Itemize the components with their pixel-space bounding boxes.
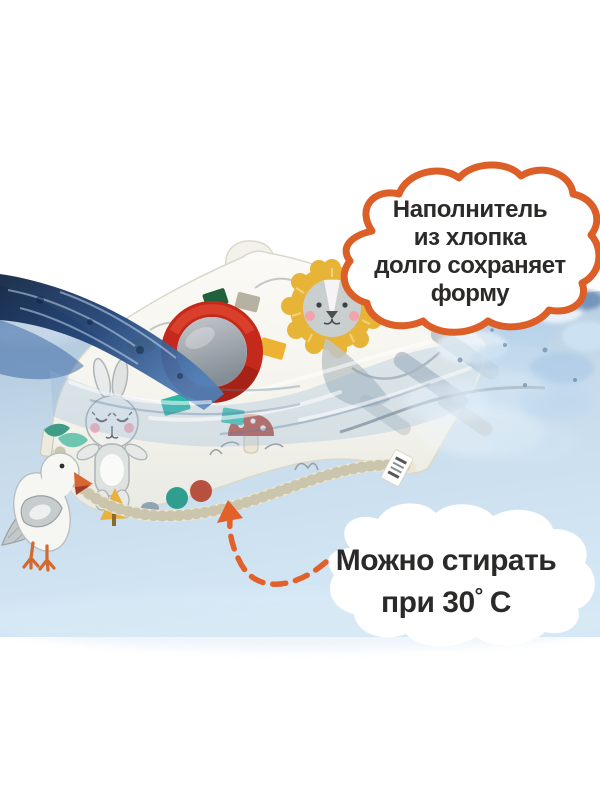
bird-feet	[22, 541, 56, 572]
wash-temp-prefix: при 30	[381, 586, 475, 619]
callout-bottom-line-1: Можно стирать	[335, 544, 557, 577]
callout-cotton-filling: Наполнитель из хлопка долго сохраняет фо…	[362, 196, 578, 308]
waterline-overlay	[50, 340, 488, 447]
callout-top-line-3: долго сохраняет	[374, 252, 566, 279]
leaf-tag	[58, 432, 88, 448]
callout-cloud-top	[340, 161, 600, 336]
callout-bottom-line-2: при 30°C	[318, 578, 574, 620]
callout-top-line-1: Наполнитель	[392, 196, 548, 223]
tag-gray	[234, 292, 261, 313]
dashed-curved-arrow	[217, 500, 329, 587]
bird-eye	[59, 463, 65, 469]
care-label	[380, 449, 414, 487]
callout-washable: Можно стирать при 30°C	[318, 543, 574, 620]
hanging-bird-toy	[1, 423, 93, 572]
tag-yellow-right	[258, 337, 287, 360]
leaf-tag-dark	[44, 423, 70, 437]
callout-cloud-bottom	[328, 503, 595, 647]
water-splash-wave	[0, 274, 224, 410]
bird-beak	[74, 472, 93, 489]
arrowhead	[217, 500, 243, 523]
callout-top-line-4: форму	[430, 280, 510, 307]
callout-top-line-2: из хлопка	[413, 224, 527, 251]
degree-symbol: °	[474, 583, 484, 608]
wash-temp-unit: C	[489, 586, 512, 619]
